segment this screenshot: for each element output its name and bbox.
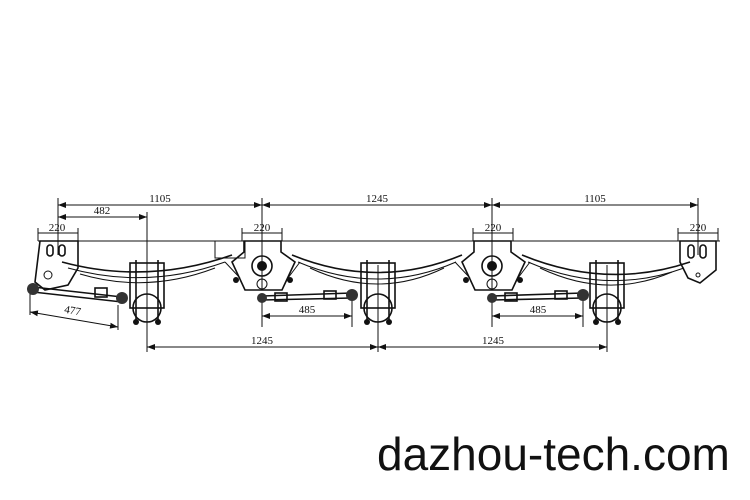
axle-3 bbox=[589, 260, 625, 325]
leaf-springs bbox=[61, 254, 691, 286]
dim-1105-right: 1105 bbox=[584, 193, 606, 205]
dim-477: 477 bbox=[63, 304, 82, 319]
dim-1245-axle-b: 1245 bbox=[482, 335, 505, 347]
front-hanger bbox=[34, 240, 79, 291]
torque-rod-front bbox=[27, 283, 128, 304]
torque-rod-mid bbox=[257, 289, 358, 303]
dim-220-b: 220 bbox=[254, 222, 271, 234]
dimension-lines bbox=[29, 202, 718, 350]
watermark: dazhou-tech.com bbox=[377, 428, 730, 480]
dim-220-a: 220 bbox=[49, 222, 66, 234]
equalizer-2 bbox=[454, 240, 531, 291]
dim-220-c: 220 bbox=[485, 222, 502, 234]
dim-485-b: 485 bbox=[530, 304, 547, 316]
dim-485-a: 485 bbox=[299, 304, 316, 316]
extension-lines bbox=[37, 198, 719, 352]
dim-1245-top: 1245 bbox=[366, 193, 389, 205]
axle-1 bbox=[129, 260, 165, 325]
dim-1105-left: 1105 bbox=[149, 193, 171, 205]
dim-1245-axle-a: 1245 bbox=[251, 335, 274, 347]
dim-482: 482 bbox=[94, 205, 111, 217]
axle-2 bbox=[360, 260, 396, 325]
rear-hanger bbox=[679, 240, 717, 284]
frame-bracket bbox=[214, 240, 246, 259]
equalizer-1 bbox=[224, 240, 301, 291]
dim-220-d: 220 bbox=[690, 222, 707, 234]
torque-rod-rear bbox=[487, 289, 589, 303]
